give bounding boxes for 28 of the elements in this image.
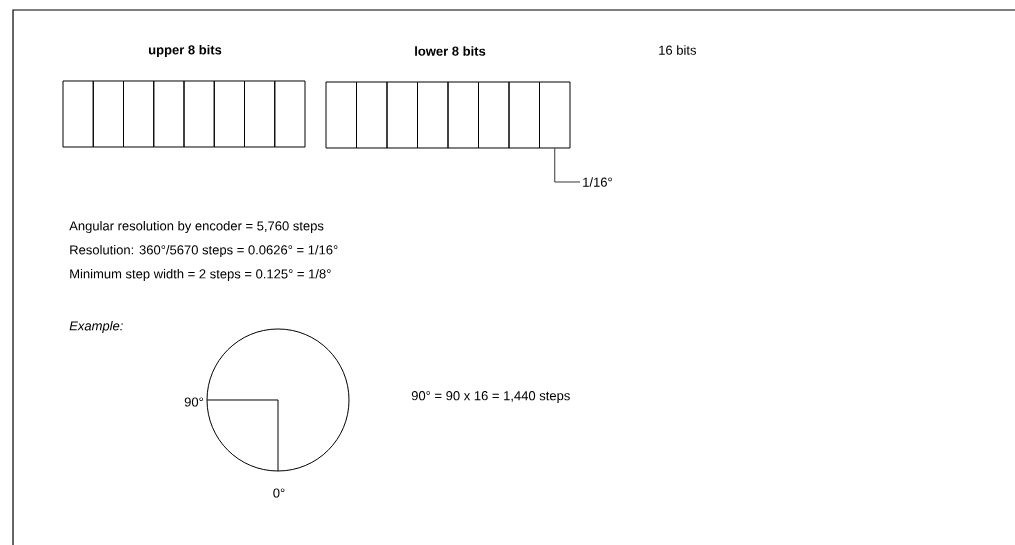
heading-text: upper 8 bits [148,44,222,58]
bit-cell [92,80,124,148]
bit-cell [153,80,185,148]
leader-label: 1/16° [583,177,612,187]
angle-label: 0° [273,488,285,498]
bit-cell [183,80,215,148]
bit-cell [417,81,449,149]
leader-line [554,148,581,183]
heading-text: lower 8 bits [415,46,486,56]
bit-cell [213,80,245,148]
bit-cell [123,80,155,148]
bit-cell [244,80,276,148]
example-heading: Example: [69,320,123,334]
bit-cell [539,81,571,149]
bit-cell [62,80,94,148]
bit-cell [447,81,479,149]
angle-label: 90° [184,397,204,407]
formula-text: Minimum step width = 2 steps = 0.125° = 1/8° [70,268,331,282]
label-text: 16 bits [659,45,697,55]
formula-text: Angular resolution by encoder = 5,760 steps [69,220,324,234]
formula-text: 90° = 90 x 16 = 1,440 steps [411,391,570,403]
bit-cell [325,81,357,149]
bit-cell [274,80,306,148]
bit-cell [356,81,388,149]
formula-text: Resolution: 360°/5670 steps = 0.0626° = 1/16° [70,244,338,258]
bit-cell [386,81,418,149]
bit-cell [478,81,510,149]
bit-cell [508,81,540,149]
